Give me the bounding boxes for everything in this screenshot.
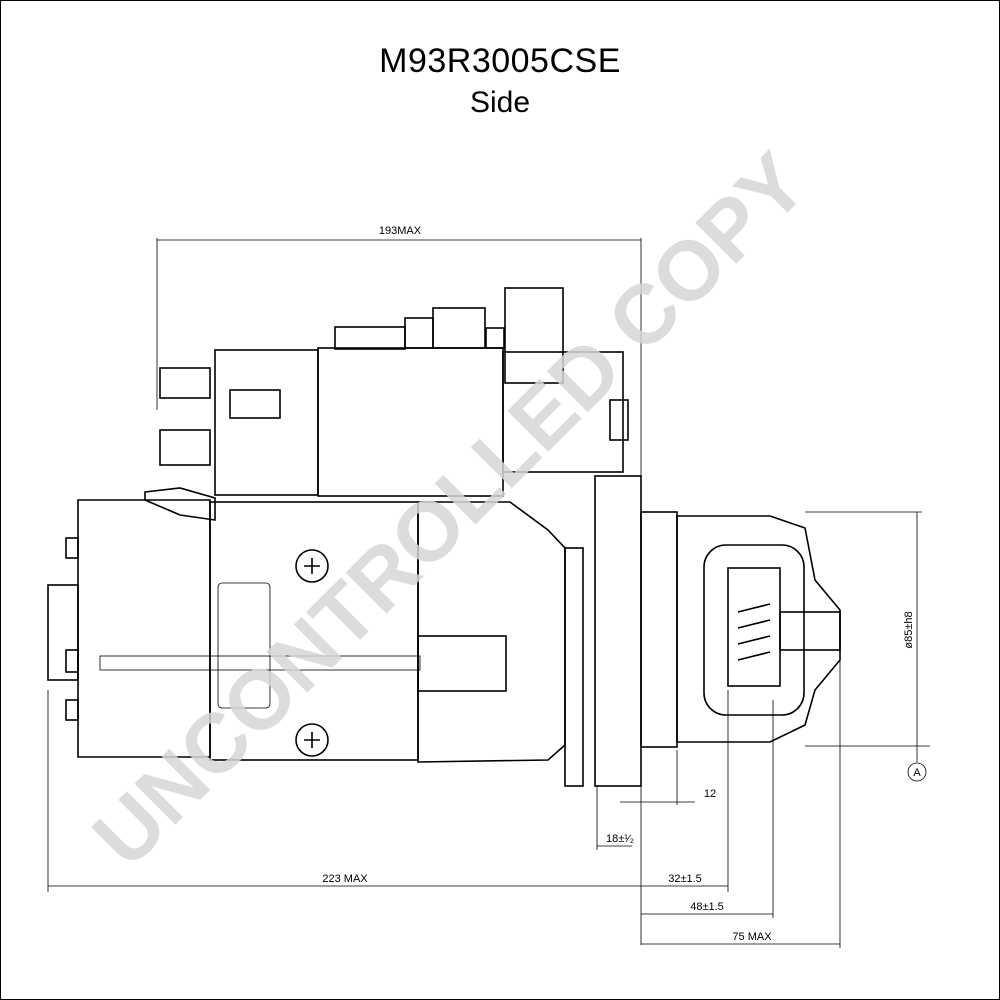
datum-a-label: A xyxy=(913,767,921,779)
dim-32: 32±1.5 xyxy=(668,873,702,885)
dim-18: 18±¹⁄₂ xyxy=(606,833,634,845)
uncontrolled-copy-watermark: UNCONTROLLED COPY xyxy=(75,135,825,885)
dimension-lines xyxy=(47,238,930,948)
view-label: Side xyxy=(469,86,531,119)
dim-193-max: 193MAX xyxy=(379,225,422,237)
dim-75-max: 75 MAX xyxy=(732,931,772,943)
dim-pinion-diameter: ø85±h8 xyxy=(903,611,915,648)
dim-48: 48±1.5 xyxy=(690,901,724,913)
part-number-title: M93R3005CSE xyxy=(379,42,621,80)
dim-223-max: 223 MAX xyxy=(322,873,368,885)
dim-12: 12 xyxy=(704,788,716,800)
